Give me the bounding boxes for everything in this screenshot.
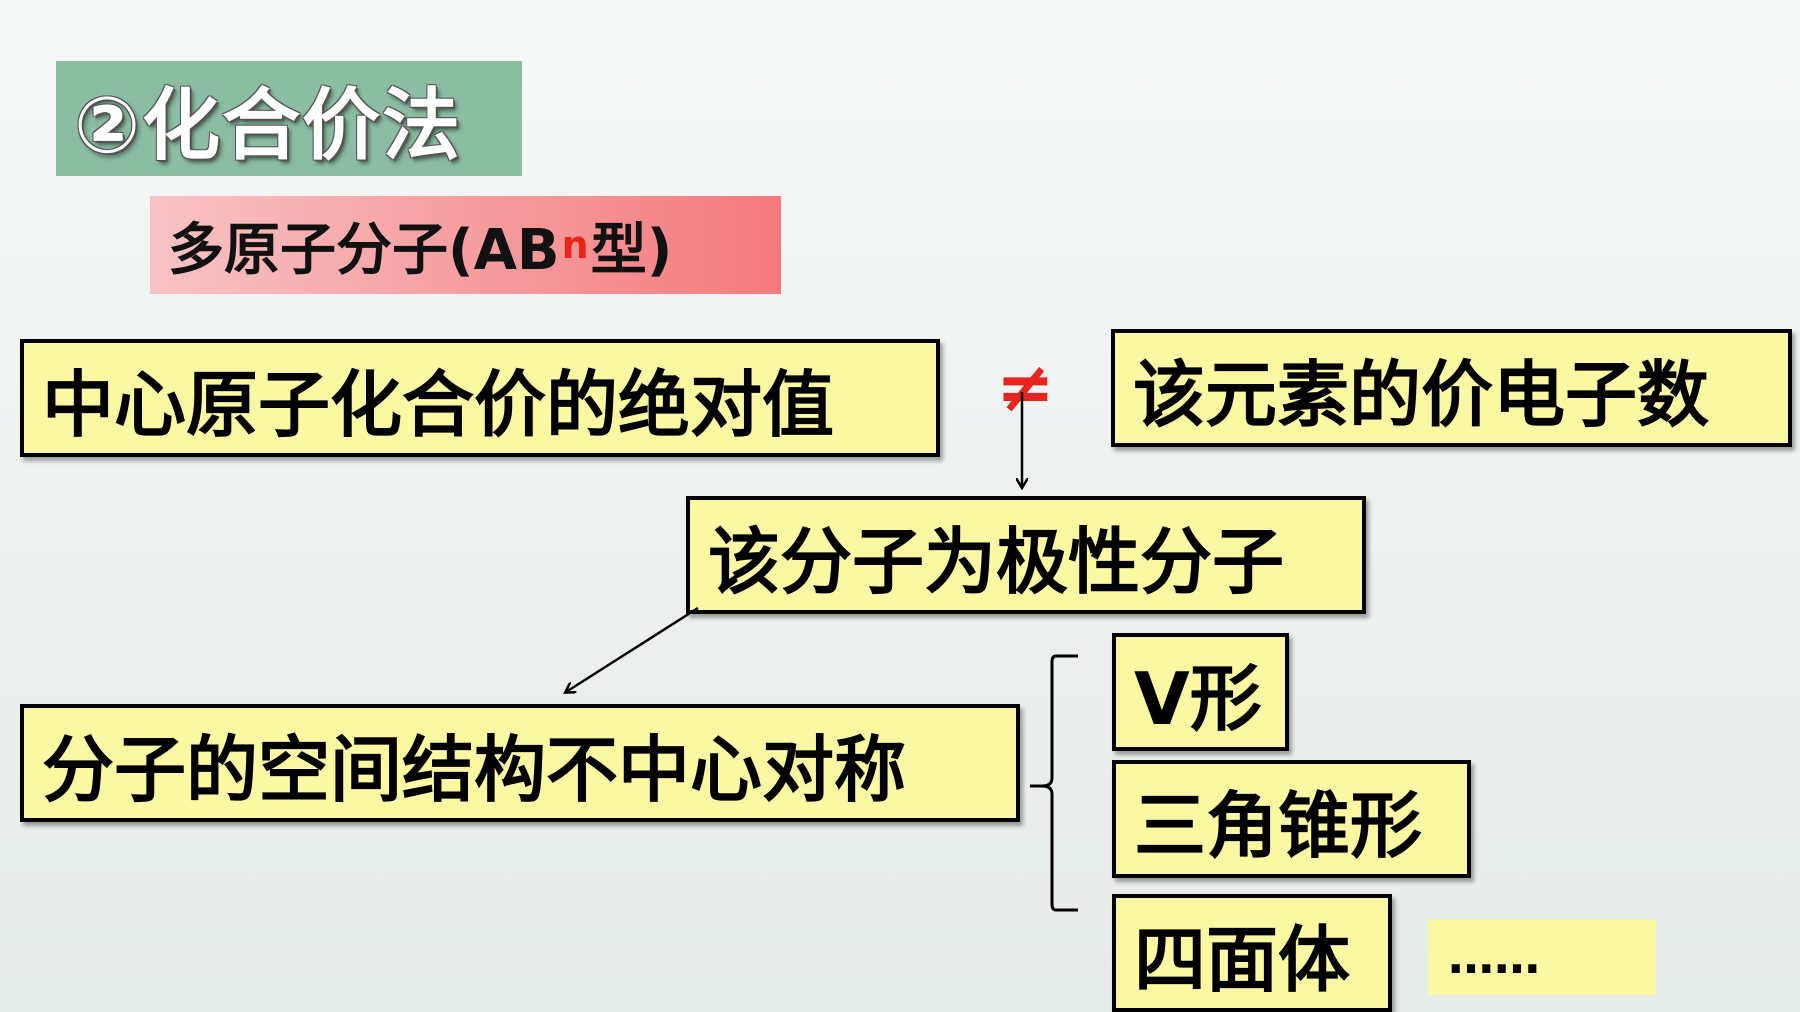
box-valence-electron-count: 该元素的价电子数: [1111, 329, 1792, 447]
subtitle-main: 多原子分子(AB: [168, 217, 560, 283]
not-equal-sign: ≠: [996, 346, 1055, 428]
box-polar-molecule: 该分子为极性分子: [686, 496, 1366, 614]
box-asymmetric-structure: 分子的空间结构不中心对称: [20, 704, 1020, 822]
shape-trigonal-pyramidal: 三角锥形: [1112, 760, 1471, 878]
box-central-atom-valence: 中心原子化合价的绝对值: [20, 339, 940, 457]
curly-brace: [1030, 654, 1078, 912]
page-title: ②化合价法: [56, 61, 522, 176]
subtitle-suffix: 型): [590, 217, 673, 283]
ellipsis-box: ……: [1428, 919, 1656, 995]
subtitle-subscript: n: [561, 223, 589, 267]
arrow-to-asymmetric-structure: [566, 606, 699, 692]
shape-v-shaped: V形: [1112, 633, 1289, 751]
shape-tetrahedral: 四面体: [1112, 894, 1392, 1012]
